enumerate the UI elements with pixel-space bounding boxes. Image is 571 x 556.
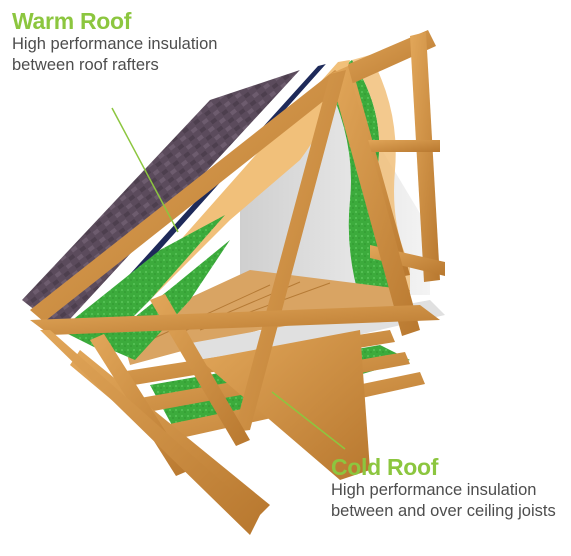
cold-roof-leader — [271, 391, 346, 450]
front-truss — [30, 66, 440, 535]
warm-roof-desc-line2: between roof rafters — [12, 56, 159, 74]
cold-roof-label: Cold Roof High performance insulation be… — [331, 454, 556, 522]
cold-roof-desc-line2: between and over ceiling joists — [331, 502, 556, 520]
warm-roof-leader — [111, 107, 179, 233]
warm-roof-heading: Warm Roof — [12, 8, 132, 34]
warm-roof-desc-line1: High performance insulation — [12, 35, 218, 53]
cold-roof-heading: Cold Roof — [331, 454, 439, 480]
warm-roof-label: Warm Roof High performance insulation be… — [12, 8, 217, 76]
cold-roof-desc-line1: High performance insulation — [331, 481, 537, 499]
leader-lines — [111, 107, 346, 450]
